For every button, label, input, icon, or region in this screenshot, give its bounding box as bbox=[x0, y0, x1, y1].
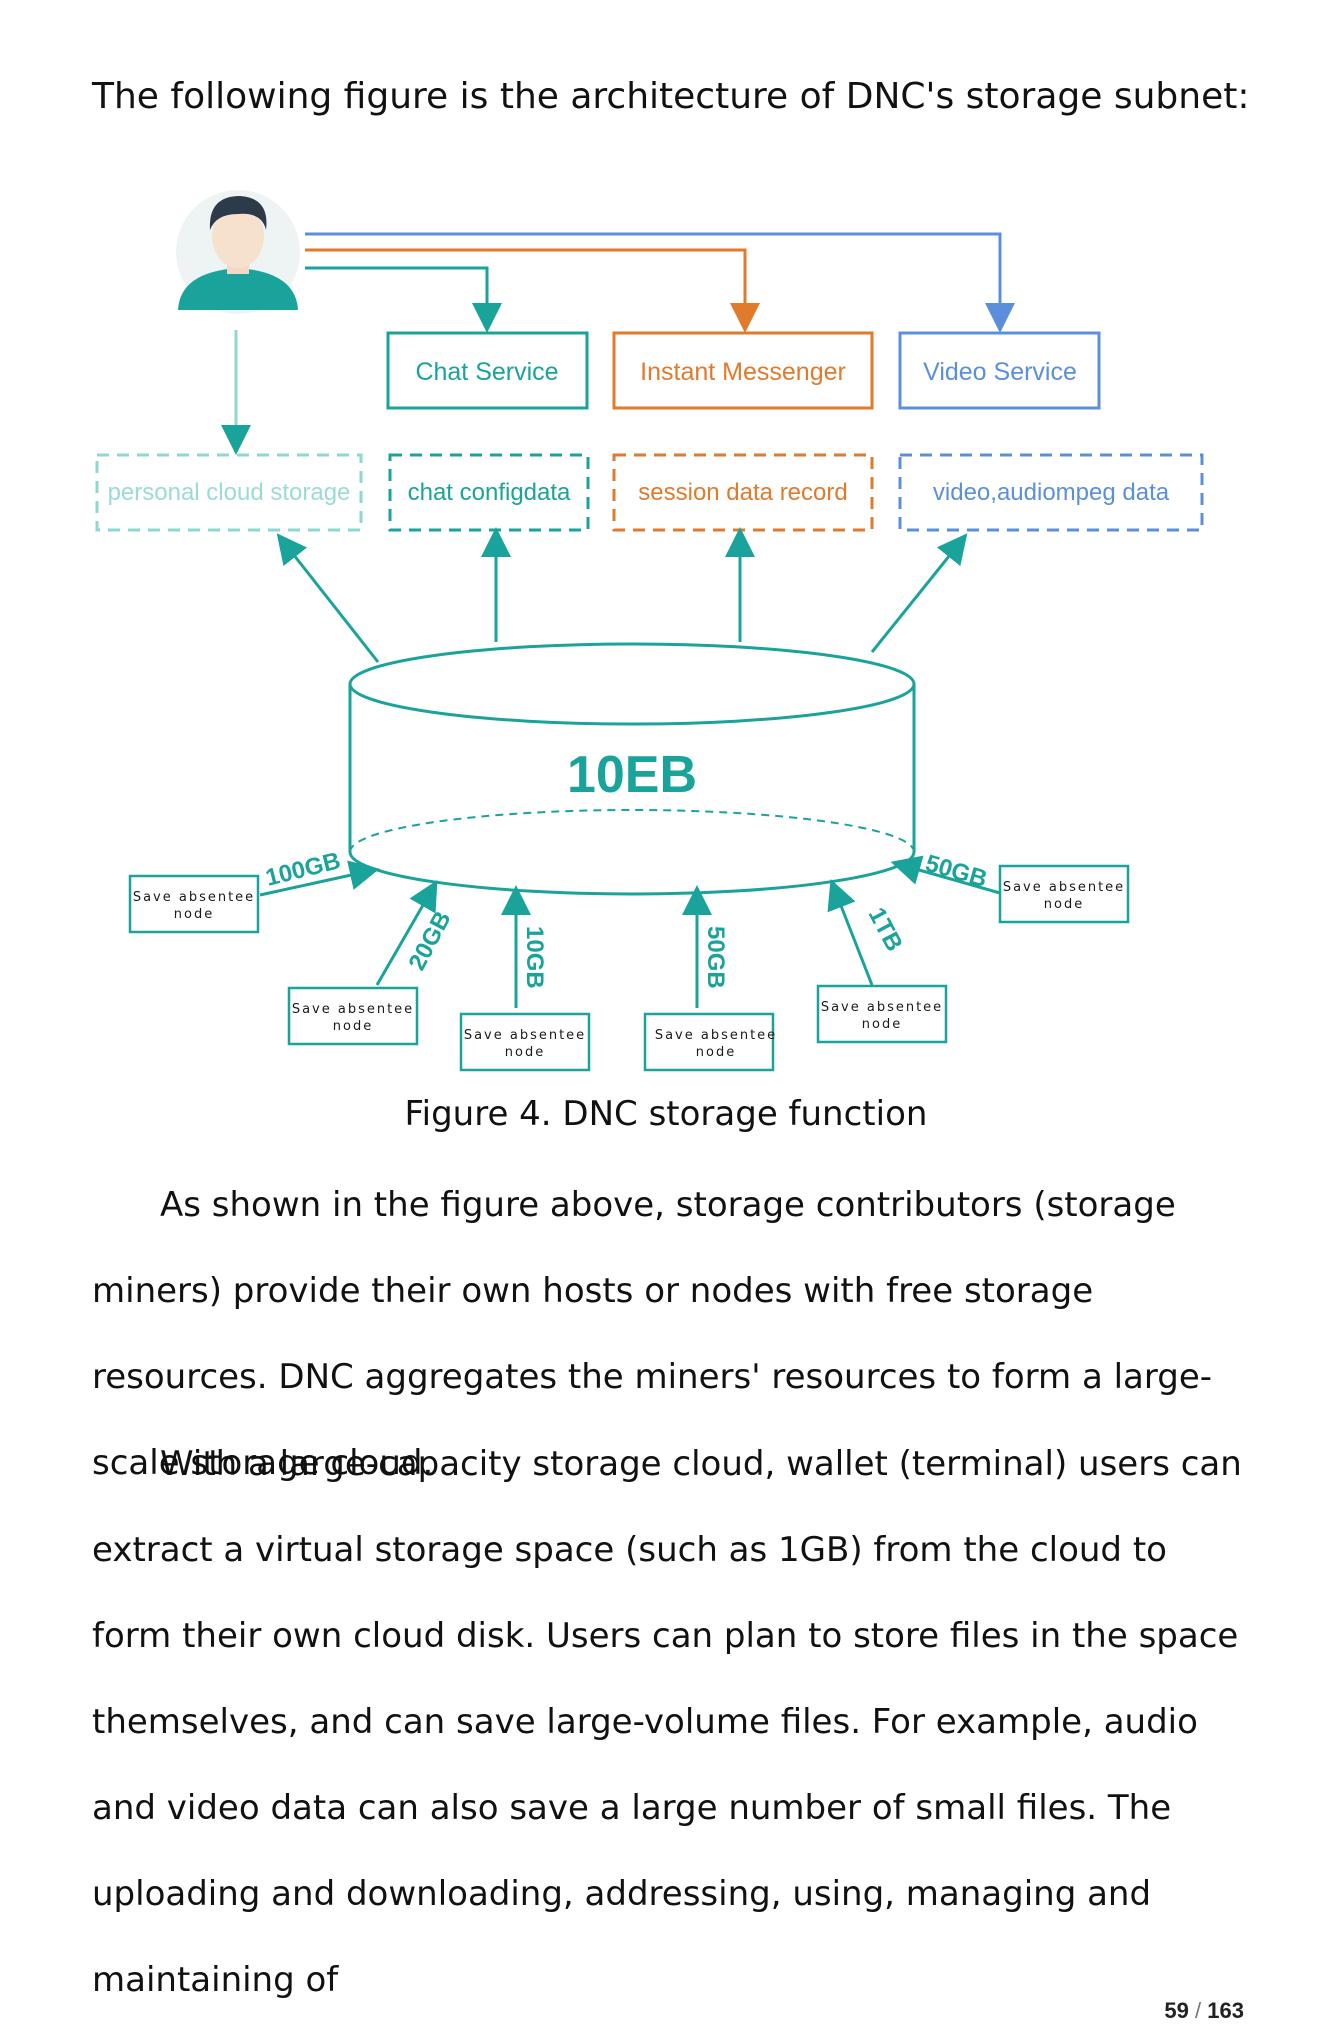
svg-text:node: node bbox=[696, 1045, 736, 1060]
data-video-audio: video,audiompeg data bbox=[898, 453, 1204, 532]
paragraph: As shown in the figure above, storage co… bbox=[92, 1185, 1213, 1483]
figure-caption: Figure 4. DNC storage function bbox=[404, 1094, 928, 1134]
service-video: Video Service bbox=[898, 331, 1101, 410]
svg-text:Instant Messenger: Instant Messenger bbox=[640, 358, 846, 386]
page-total: 163 bbox=[1207, 1998, 1244, 2023]
cylinder-to-store-arrows bbox=[276, 527, 968, 663]
paragraph: With a large-capacity storage cloud, wal… bbox=[92, 1444, 1242, 2000]
page-number: 59 / 163 bbox=[1164, 1998, 1244, 2024]
absentee-node: Save absentee node bbox=[287, 986, 419, 1046]
data-personal-cloud-storage: personal cloud storage bbox=[95, 453, 363, 532]
page-current: 59 bbox=[1164, 1998, 1189, 2023]
svg-text:Save absentee: Save absentee bbox=[464, 1028, 586, 1043]
contribution-label: 10GB bbox=[521, 926, 548, 989]
service-chat: Chat Service bbox=[386, 331, 589, 410]
contribution-label: 50GB bbox=[922, 850, 990, 893]
svg-text:Save absentee: Save absentee bbox=[821, 1000, 943, 1015]
contribution-arrows bbox=[259, 855, 1001, 1008]
svg-text:node: node bbox=[174, 907, 214, 922]
route-line-video bbox=[305, 232, 1015, 333]
intro-text: The following figure is the architecture… bbox=[92, 76, 1250, 117]
svg-text:Chat Service: Chat Service bbox=[415, 358, 558, 386]
svg-text:node: node bbox=[333, 1019, 373, 1034]
user-avatar-icon bbox=[176, 190, 300, 314]
data-chat-configdata: chat configdata bbox=[388, 453, 590, 532]
absentee-node: Save absentee node bbox=[459, 1012, 591, 1072]
storage-architecture-diagram: Chat Service Instant Messenger Video Ser… bbox=[95, 190, 1204, 1072]
service-instant-messenger: Instant Messenger bbox=[612, 331, 874, 410]
absentee-node: Save absentee node bbox=[998, 864, 1130, 924]
svg-text:Save absentee: Save absentee bbox=[655, 1028, 777, 1043]
svg-text:personal cloud storage: personal cloud storage bbox=[108, 479, 351, 506]
absentee-node: Save absentee node bbox=[643, 1012, 777, 1072]
contribution-label: 1TB bbox=[863, 903, 908, 956]
svg-text:node: node bbox=[862, 1017, 902, 1032]
route-line-chat bbox=[305, 266, 502, 333]
page-separator: / bbox=[1195, 1998, 1202, 2023]
svg-text:video,audiompeg data: video,audiompeg data bbox=[933, 479, 1170, 506]
svg-text:chat configdata: chat configdata bbox=[408, 479, 571, 506]
contribution-label: 20GB bbox=[403, 907, 456, 975]
data-session-record: session data record bbox=[612, 453, 874, 532]
contribution-label: 50GB bbox=[702, 926, 729, 989]
route-line-messenger bbox=[305, 248, 760, 333]
absentee-node: Save absentee node bbox=[128, 874, 260, 934]
svg-text:node: node bbox=[1044, 897, 1084, 912]
storage-cylinder: 10EB bbox=[348, 642, 916, 896]
storage-capacity: 10EB bbox=[567, 746, 697, 804]
svg-text:Save absentee: Save absentee bbox=[133, 890, 255, 905]
svg-text:node: node bbox=[505, 1045, 545, 1060]
svg-text:session data record: session data record bbox=[638, 479, 847, 506]
svg-text:Save absentee: Save absentee bbox=[292, 1002, 414, 1017]
absentee-node: Save absentee node bbox=[816, 984, 948, 1044]
svg-text:Video Service: Video Service bbox=[923, 358, 1077, 386]
svg-text:Save absentee: Save absentee bbox=[1003, 880, 1125, 895]
